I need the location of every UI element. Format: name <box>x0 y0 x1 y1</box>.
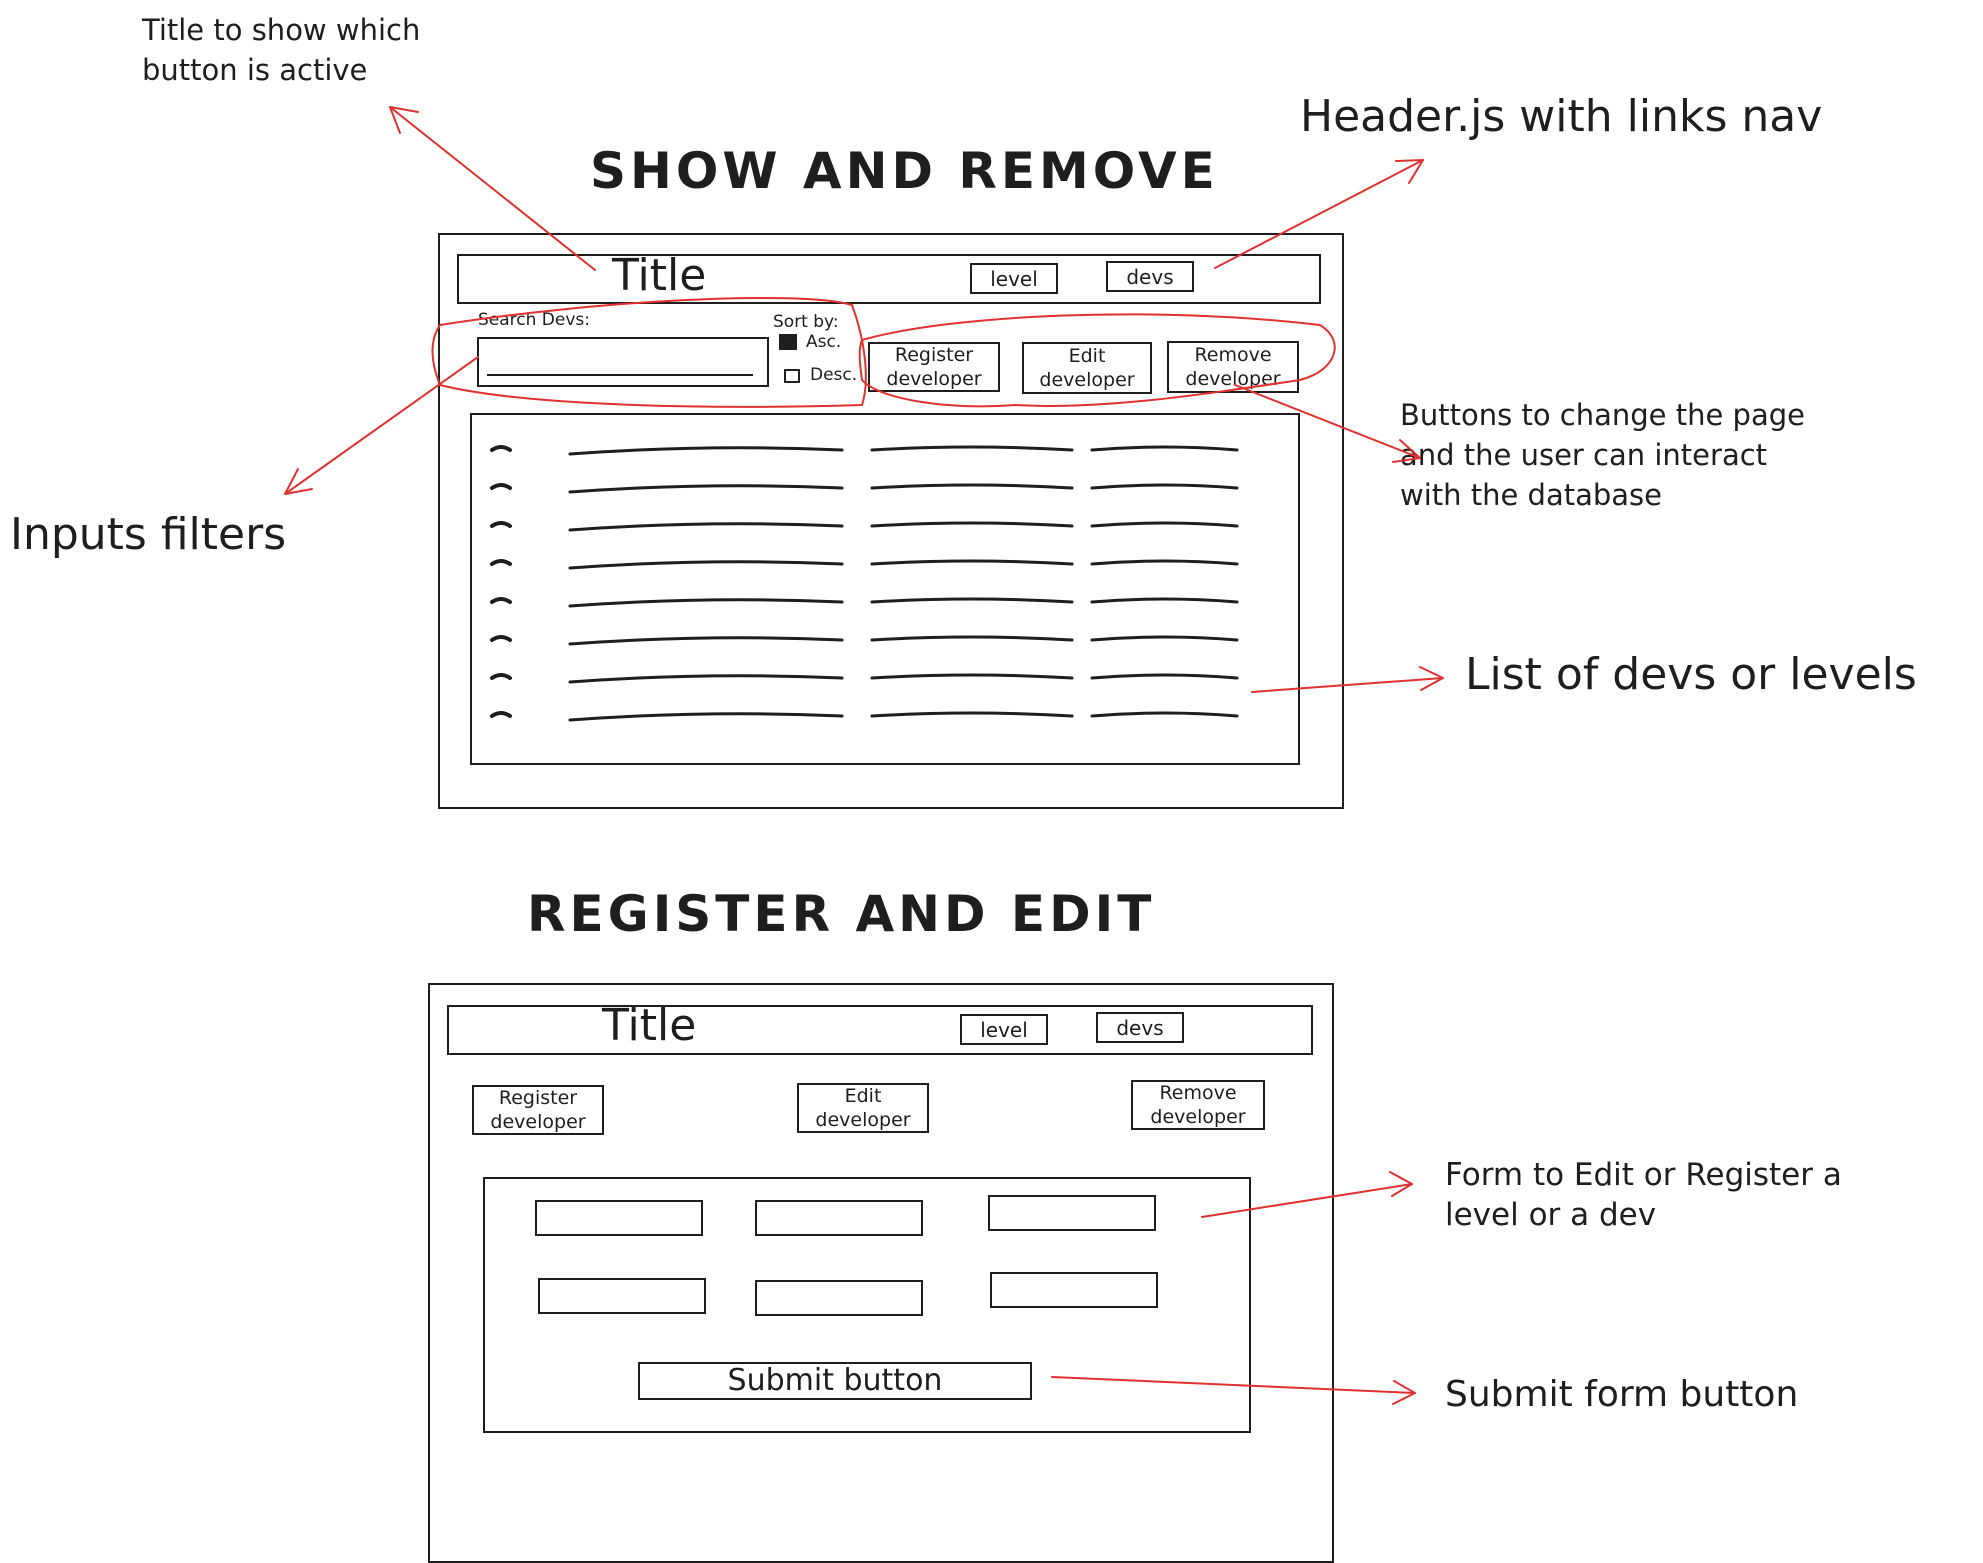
nav-level-link[interactable]: level <box>970 263 1058 294</box>
list-row-line <box>1090 711 1239 718</box>
dev-list-rows <box>490 445 1239 722</box>
form-field-4[interactable] <box>538 1278 706 1314</box>
list-row-line <box>1090 559 1239 566</box>
nav-level-link-2[interactable]: level <box>960 1014 1048 1045</box>
submit-button[interactable]: Submit button <box>638 1362 1032 1400</box>
title-arrowhead <box>389 106 419 134</box>
list-row-line <box>870 597 1074 604</box>
list-row-line <box>1090 521 1239 528</box>
form-field-3[interactable] <box>988 1195 1156 1231</box>
list-row-line <box>870 711 1074 718</box>
form-field-6[interactable] <box>990 1272 1158 1308</box>
header-title-2: Title <box>602 1000 697 1051</box>
register-edit-frame <box>428 983 1334 1563</box>
list-row-line <box>490 445 512 452</box>
list-row-line <box>870 673 1074 680</box>
header-annotation: Header.js with links nav <box>1300 91 1823 142</box>
sort-desc-checkbox[interactable] <box>784 369 800 383</box>
list-row-line <box>1090 635 1239 642</box>
buttons-annotation: Buttons to change the page and the user … <box>1400 398 1805 512</box>
list-row-line <box>870 635 1074 642</box>
list-row-line <box>870 521 1074 528</box>
sort-desc-label: Desc. <box>810 365 858 385</box>
list-row-line <box>870 559 1074 566</box>
list-row-line <box>870 483 1074 490</box>
register-developer-button-2[interactable]: Register developer <box>472 1085 604 1135</box>
list-row-line <box>568 522 844 532</box>
list-row-line <box>1090 445 1239 452</box>
header-arrowhead <box>1395 159 1424 184</box>
inputs-annotation: Inputs filters <box>10 509 287 560</box>
list-row-line <box>1090 483 1239 490</box>
list-row-line <box>1090 597 1239 604</box>
header-title: Title <box>612 250 707 301</box>
list-row-line <box>1090 673 1239 680</box>
search-input[interactable] <box>477 337 769 387</box>
title-annotation: Title to show which button is active <box>142 13 421 87</box>
list-row-line <box>490 635 512 642</box>
nav-devs-link[interactable]: devs <box>1106 261 1194 292</box>
sort-asc-label: Asc. <box>806 332 842 352</box>
list-row-line <box>490 597 512 604</box>
sort-label: Sort by: <box>773 312 839 332</box>
register-edit-heading: REGISTER AND EDIT <box>527 885 1156 943</box>
list-row-line <box>568 446 844 456</box>
list-row-line <box>568 674 844 684</box>
list-row-line <box>568 636 844 646</box>
submit-arrowhead <box>1392 1380 1416 1405</box>
show-remove-frame <box>438 233 1344 809</box>
list-row-line <box>490 559 512 566</box>
list-row-line <box>490 521 512 528</box>
list-row-line <box>490 483 512 490</box>
edit-developer-button[interactable]: Edit developer <box>1022 342 1152 394</box>
dev-list <box>470 413 1300 765</box>
register-developer-button[interactable]: Register developer <box>868 342 1000 392</box>
sort-asc-checkbox[interactable] <box>779 334 797 350</box>
form-field-2[interactable] <box>755 1200 923 1236</box>
form-annotation: Form to Edit or Register a level or a de… <box>1445 1157 1842 1233</box>
form-field-1[interactable] <box>535 1200 703 1236</box>
list-row-line <box>568 560 844 570</box>
form-field-5[interactable] <box>755 1280 923 1316</box>
list-row-line <box>568 598 844 608</box>
show-remove-heading: SHOW AND REMOVE <box>590 142 1219 200</box>
nav-devs-link-2[interactable]: devs <box>1096 1012 1184 1043</box>
list-row-line <box>568 484 844 494</box>
list-row-line <box>490 711 512 718</box>
form-arrowhead <box>1389 1171 1413 1197</box>
remove-developer-button-2[interactable]: Remove developer <box>1131 1080 1265 1130</box>
list-row-line <box>870 445 1074 452</box>
list-row-line <box>568 712 844 722</box>
inputs-arrowhead <box>284 468 313 495</box>
list-row-line <box>490 673 512 680</box>
list-annotation: List of devs or levels <box>1465 649 1917 700</box>
list-arrowhead <box>1419 666 1444 691</box>
edit-developer-button-2[interactable]: Edit developer <box>797 1083 929 1133</box>
submit-annotation: Submit form button <box>1445 1374 1799 1415</box>
search-label: Search Devs: <box>478 310 591 330</box>
remove-developer-button[interactable]: Remove developer <box>1167 341 1299 393</box>
